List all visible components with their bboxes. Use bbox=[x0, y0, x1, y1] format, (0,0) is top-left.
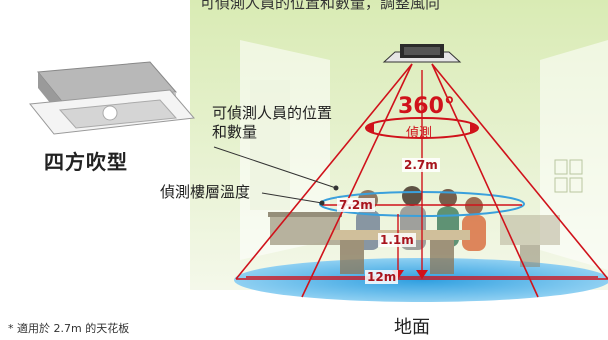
product-name: 四方吹型 bbox=[44, 150, 128, 174]
detection-cone bbox=[235, 63, 608, 298]
people-leader-line bbox=[213, 146, 337, 189]
middle-width-label: 7.2m bbox=[337, 198, 375, 212]
ceiling-height-label: 2.7m bbox=[402, 158, 440, 172]
floor-temp-label: 偵測樓層溫度 bbox=[160, 183, 251, 201]
floor-ellipse bbox=[234, 258, 608, 302]
footnote: * 適用於 2.7m 的天花板 bbox=[8, 322, 130, 335]
top-caption: 可偵測人員的位置和數量，調整風向 bbox=[200, 0, 441, 12]
floor-width-label: 12m bbox=[365, 270, 399, 284]
floor-label: 地面 bbox=[394, 317, 430, 338]
angle-label: 360° bbox=[398, 94, 455, 119]
angle-sub-label: 偵測 bbox=[406, 126, 433, 141]
ceiling-ac-unit bbox=[382, 44, 462, 63]
people-detect-label: 可偵測人員的位置和數量 bbox=[212, 104, 333, 141]
sensor-height-label: 1.1m bbox=[378, 233, 416, 247]
cassette-ac-picture bbox=[29, 61, 195, 135]
temp-leader-line bbox=[261, 192, 323, 204]
